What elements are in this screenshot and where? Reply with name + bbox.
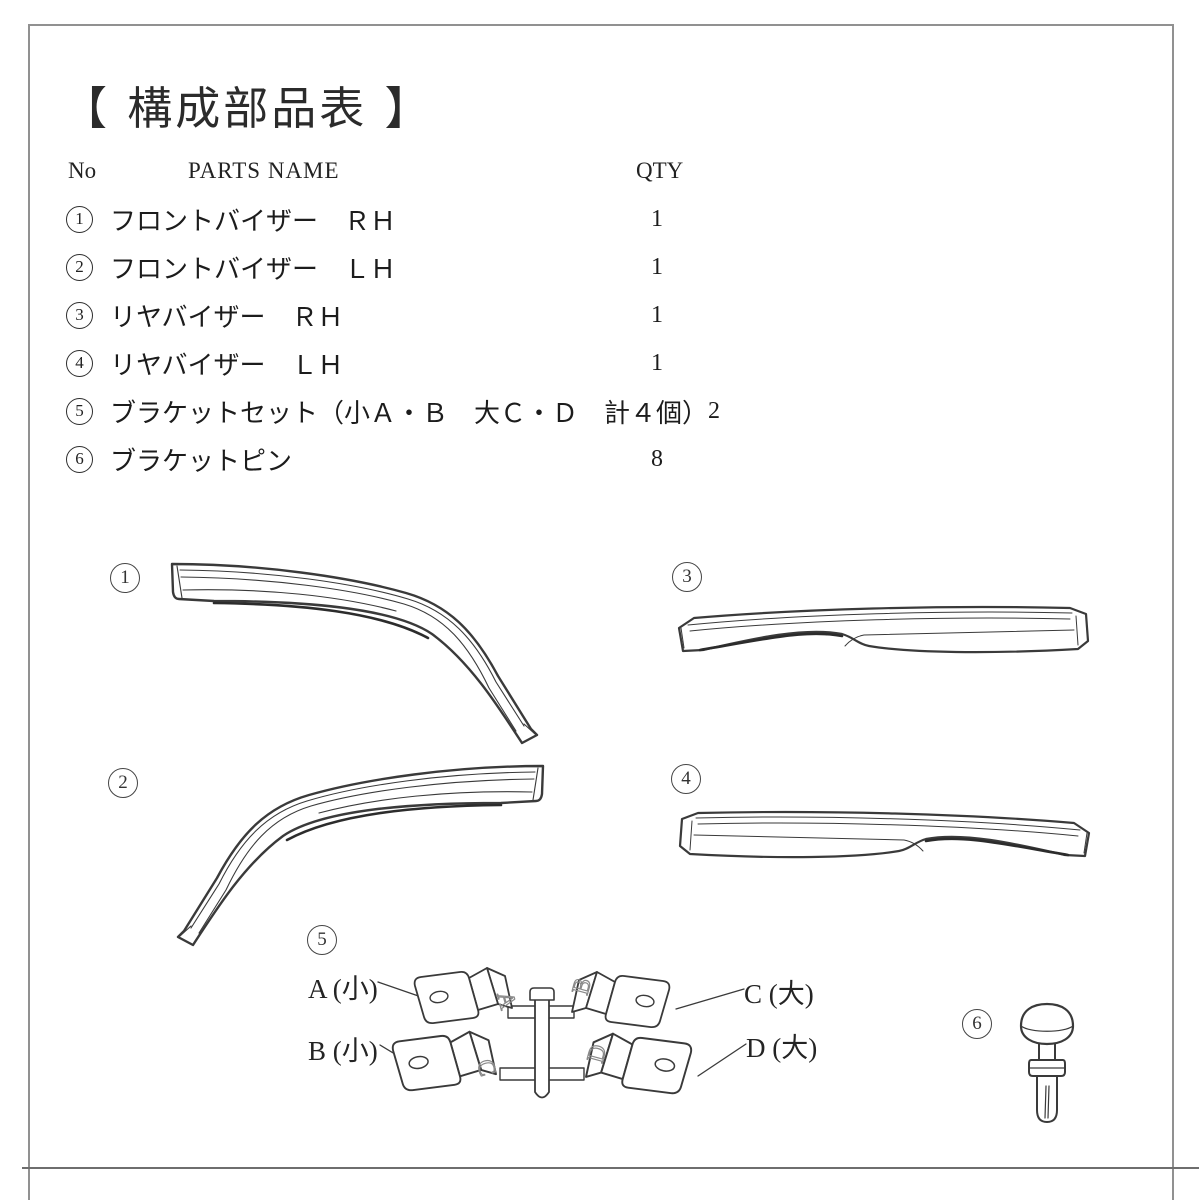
diagram-label-6: 6 [962, 1009, 992, 1039]
part-name: リヤバイザー ＬＨ [110, 350, 344, 380]
front-visor-lh-drawing [176, 764, 545, 947]
bracket-label-b: B (小) [308, 1036, 378, 1066]
molded-letter-b: C [471, 1057, 500, 1079]
diagram-label-5: 5 [307, 925, 337, 955]
part-qty: 2 [708, 397, 721, 424]
bracket-label-a: A (小) [308, 974, 378, 1004]
part-qty: 1 [651, 205, 663, 232]
document-border [28, 24, 1174, 1200]
table-row: 5 ブラケットセット（小Ａ・Ｂ 大Ｃ・Ｄ 計４個） 2 [66, 387, 720, 435]
part-qty: 1 [651, 349, 663, 376]
part-name: ブラケットセット（小Ａ・Ｂ 大Ｃ・Ｄ 計４個） [110, 398, 709, 428]
part-name: フロントバイザー ＲＨ [110, 206, 397, 236]
table-row: 3 リヤバイザー ＲＨ 1 [66, 291, 678, 339]
rear-visor-lh-drawing [678, 810, 1091, 859]
bracket-label-d: D (大) [746, 1033, 818, 1063]
page-title: 【 構成部品表 】 [62, 82, 433, 135]
header-parts-name: PARTS NAME [188, 158, 340, 183]
label-leader-line [697, 1043, 747, 1077]
bracket-pin-drawing [1019, 1002, 1075, 1123]
label-leader-line [675, 988, 745, 1010]
rear-visor-rh-drawing [677, 605, 1090, 654]
table-row: 2 フロントバイザー ＬＨ 1 [66, 243, 678, 291]
diagram-number: 3 [682, 566, 692, 587]
sprue-runner [534, 997, 550, 1099]
front-visor-rh-drawing [170, 562, 539, 745]
row-number-badge: 6 [66, 445, 93, 473]
part-name: フロントバイザー ＬＨ [110, 254, 397, 284]
bracket-set-drawing: A B C D [377, 967, 747, 1099]
header-qty: QTY [636, 158, 684, 183]
section-divider-line [22, 1167, 1199, 1169]
part-name: ブラケットピン [110, 446, 293, 476]
header-no: No [68, 158, 97, 183]
row-number-badge: 4 [66, 349, 93, 377]
diagram-label-3: 3 [672, 562, 702, 592]
row-number-badge: 5 [66, 397, 93, 425]
diagram-number: 6 [972, 1013, 982, 1034]
diagram-label-1: 1 [110, 563, 140, 593]
part-qty: 1 [651, 253, 663, 280]
diagram-number: 1 [120, 567, 130, 588]
diagram-label-4: 4 [671, 764, 701, 794]
diagram-number: 2 [118, 772, 128, 793]
part-qty: 1 [651, 301, 663, 328]
diagram-label-2: 2 [108, 768, 138, 798]
molded-letter-c: B [568, 975, 597, 997]
row-number-badge: 1 [66, 205, 93, 233]
diagram-number: 5 [317, 929, 327, 950]
diagram-number: 4 [681, 768, 691, 789]
table-row: 1 フロントバイザー ＲＨ 1 [66, 195, 678, 243]
part-qty: 8 [651, 445, 663, 472]
bracket-label-c: C (大) [744, 979, 814, 1009]
row-number-badge: 2 [66, 253, 93, 281]
row-number-badge: 3 [66, 301, 93, 329]
table-row: 6 ブラケットピン 8 [66, 435, 678, 483]
part-name: リヤバイザー ＲＨ [110, 302, 344, 332]
table-row: 4 リヤバイザー ＬＨ 1 [66, 339, 678, 387]
